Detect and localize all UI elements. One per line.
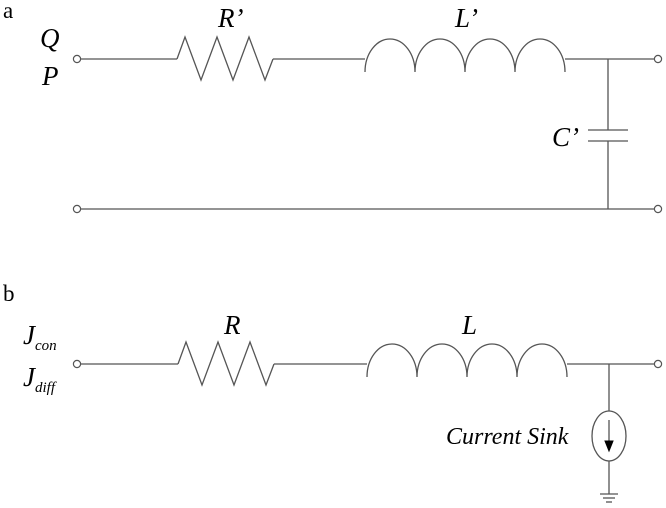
panel-a-label: a	[3, 0, 13, 23]
panel-a: a Q P R’ L’ C’	[3, 0, 663, 214]
resistor-a-label: R’	[217, 3, 243, 33]
resistor-b	[177, 340, 275, 387]
resistor-a	[176, 35, 274, 82]
inductor-a-label: L’	[454, 3, 478, 33]
terminal-b-in	[72, 359, 82, 369]
terminal-a-in-top	[72, 54, 82, 64]
current-sink-label: Current Sink	[446, 424, 569, 450]
terminal-a-in-bottom	[72, 204, 82, 214]
terminal-a-out-bottom	[653, 204, 663, 214]
terminal-a-out-top	[653, 54, 663, 64]
input-jdiff-label: Jdiff	[23, 362, 57, 396]
capacitor-a-label: C’	[552, 122, 579, 152]
input-q-label: Q	[40, 23, 60, 53]
panel-b-label: b	[3, 281, 15, 306]
terminal-b-out	[653, 359, 663, 369]
input-jcon-label: Jcon	[23, 320, 57, 354]
inductor-b	[366, 343, 568, 378]
inductor-a	[364, 38, 566, 73]
panel-b: b Jcon Jdiff R L Current Sink	[3, 281, 663, 503]
ground-icon	[600, 493, 618, 503]
resistor-b-label: R	[223, 310, 241, 340]
inductor-b-label: L	[461, 310, 477, 340]
arrow-down-icon	[604, 440, 614, 453]
input-p-label: P	[41, 61, 59, 91]
